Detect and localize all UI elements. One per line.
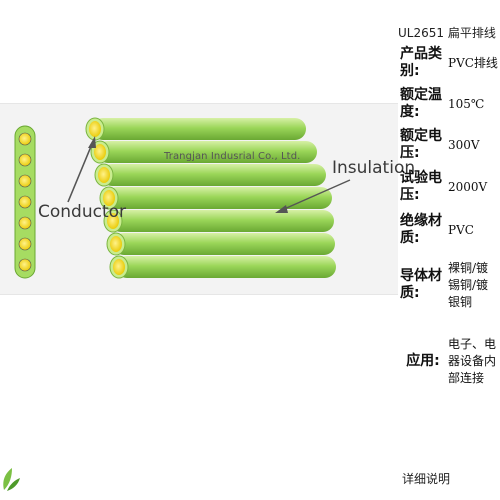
spec-value: 300V <box>448 137 480 152</box>
conductor-arrow <box>67 136 96 203</box>
spec-key: 试验电压: <box>400 170 442 203</box>
wire-6 <box>106 232 335 256</box>
spec-row-insulation: 绝缘材质: PVC <box>400 208 500 252</box>
wire-3 <box>94 163 326 187</box>
leaf-logo-icon <box>3 468 20 491</box>
spec-value: 裸铜/镀锡铜/镀银铜 <box>448 260 489 309</box>
wire-7 <box>109 255 336 279</box>
spec-key: 额定温度: <box>400 87 442 120</box>
spec-value: PVC <box>448 222 474 237</box>
spec-row-conductor: 导体材质: 裸铜/镀锡铜/镀银铜 <box>400 252 500 318</box>
cross-section <box>14 125 36 279</box>
insulation-arrow <box>275 179 351 213</box>
spec-value: 2000V <box>448 179 488 194</box>
spec-row-temperature: 额定温度: 105℃ <box>400 84 500 124</box>
spec-key: 产品类别: <box>400 46 442 79</box>
details-link[interactable]: 详细说明 <box>402 472 451 486</box>
spec-row-test-voltage: 试验电压: 2000V <box>400 166 500 208</box>
spec-title: UL2651 扁平排线 <box>398 26 496 40</box>
spec-key: 导体材质: <box>400 268 442 301</box>
spec-row-application: 应用: 电子、电器设备内部连接 <box>400 318 500 404</box>
product-illustration: Trangjan Indusrial Co., Ltd. Insulation … <box>0 103 415 295</box>
conductor-label: Conductor <box>38 202 127 222</box>
wire-1 <box>85 117 306 141</box>
spec-value: PVC排线 <box>448 55 498 70</box>
wire-4 <box>99 186 332 210</box>
spec-value: 电子、电器设备内部连接 <box>448 336 497 385</box>
ribbon-cable-drawing <box>14 117 351 279</box>
wire-5 <box>103 209 334 233</box>
brand-text: Trangjan Indusrial Co., Ltd. <box>164 151 301 162</box>
spec-key: 应用: <box>406 352 440 369</box>
spec-key: 绝缘材质: <box>400 213 442 246</box>
spec-key: 额定电压: <box>400 128 442 161</box>
spec-table: 产品类别: PVC排线 额定温度: 105℃ 额定电压: 300V 试验电压: … <box>400 42 500 404</box>
wire-2 <box>90 140 317 164</box>
insulation-label: Insulation <box>332 158 416 178</box>
spec-row-category: 产品类别: PVC排线 <box>400 42 500 84</box>
spec-value: 105℃ <box>448 96 485 111</box>
spec-row-voltage: 额定电压: 300V <box>400 124 500 166</box>
